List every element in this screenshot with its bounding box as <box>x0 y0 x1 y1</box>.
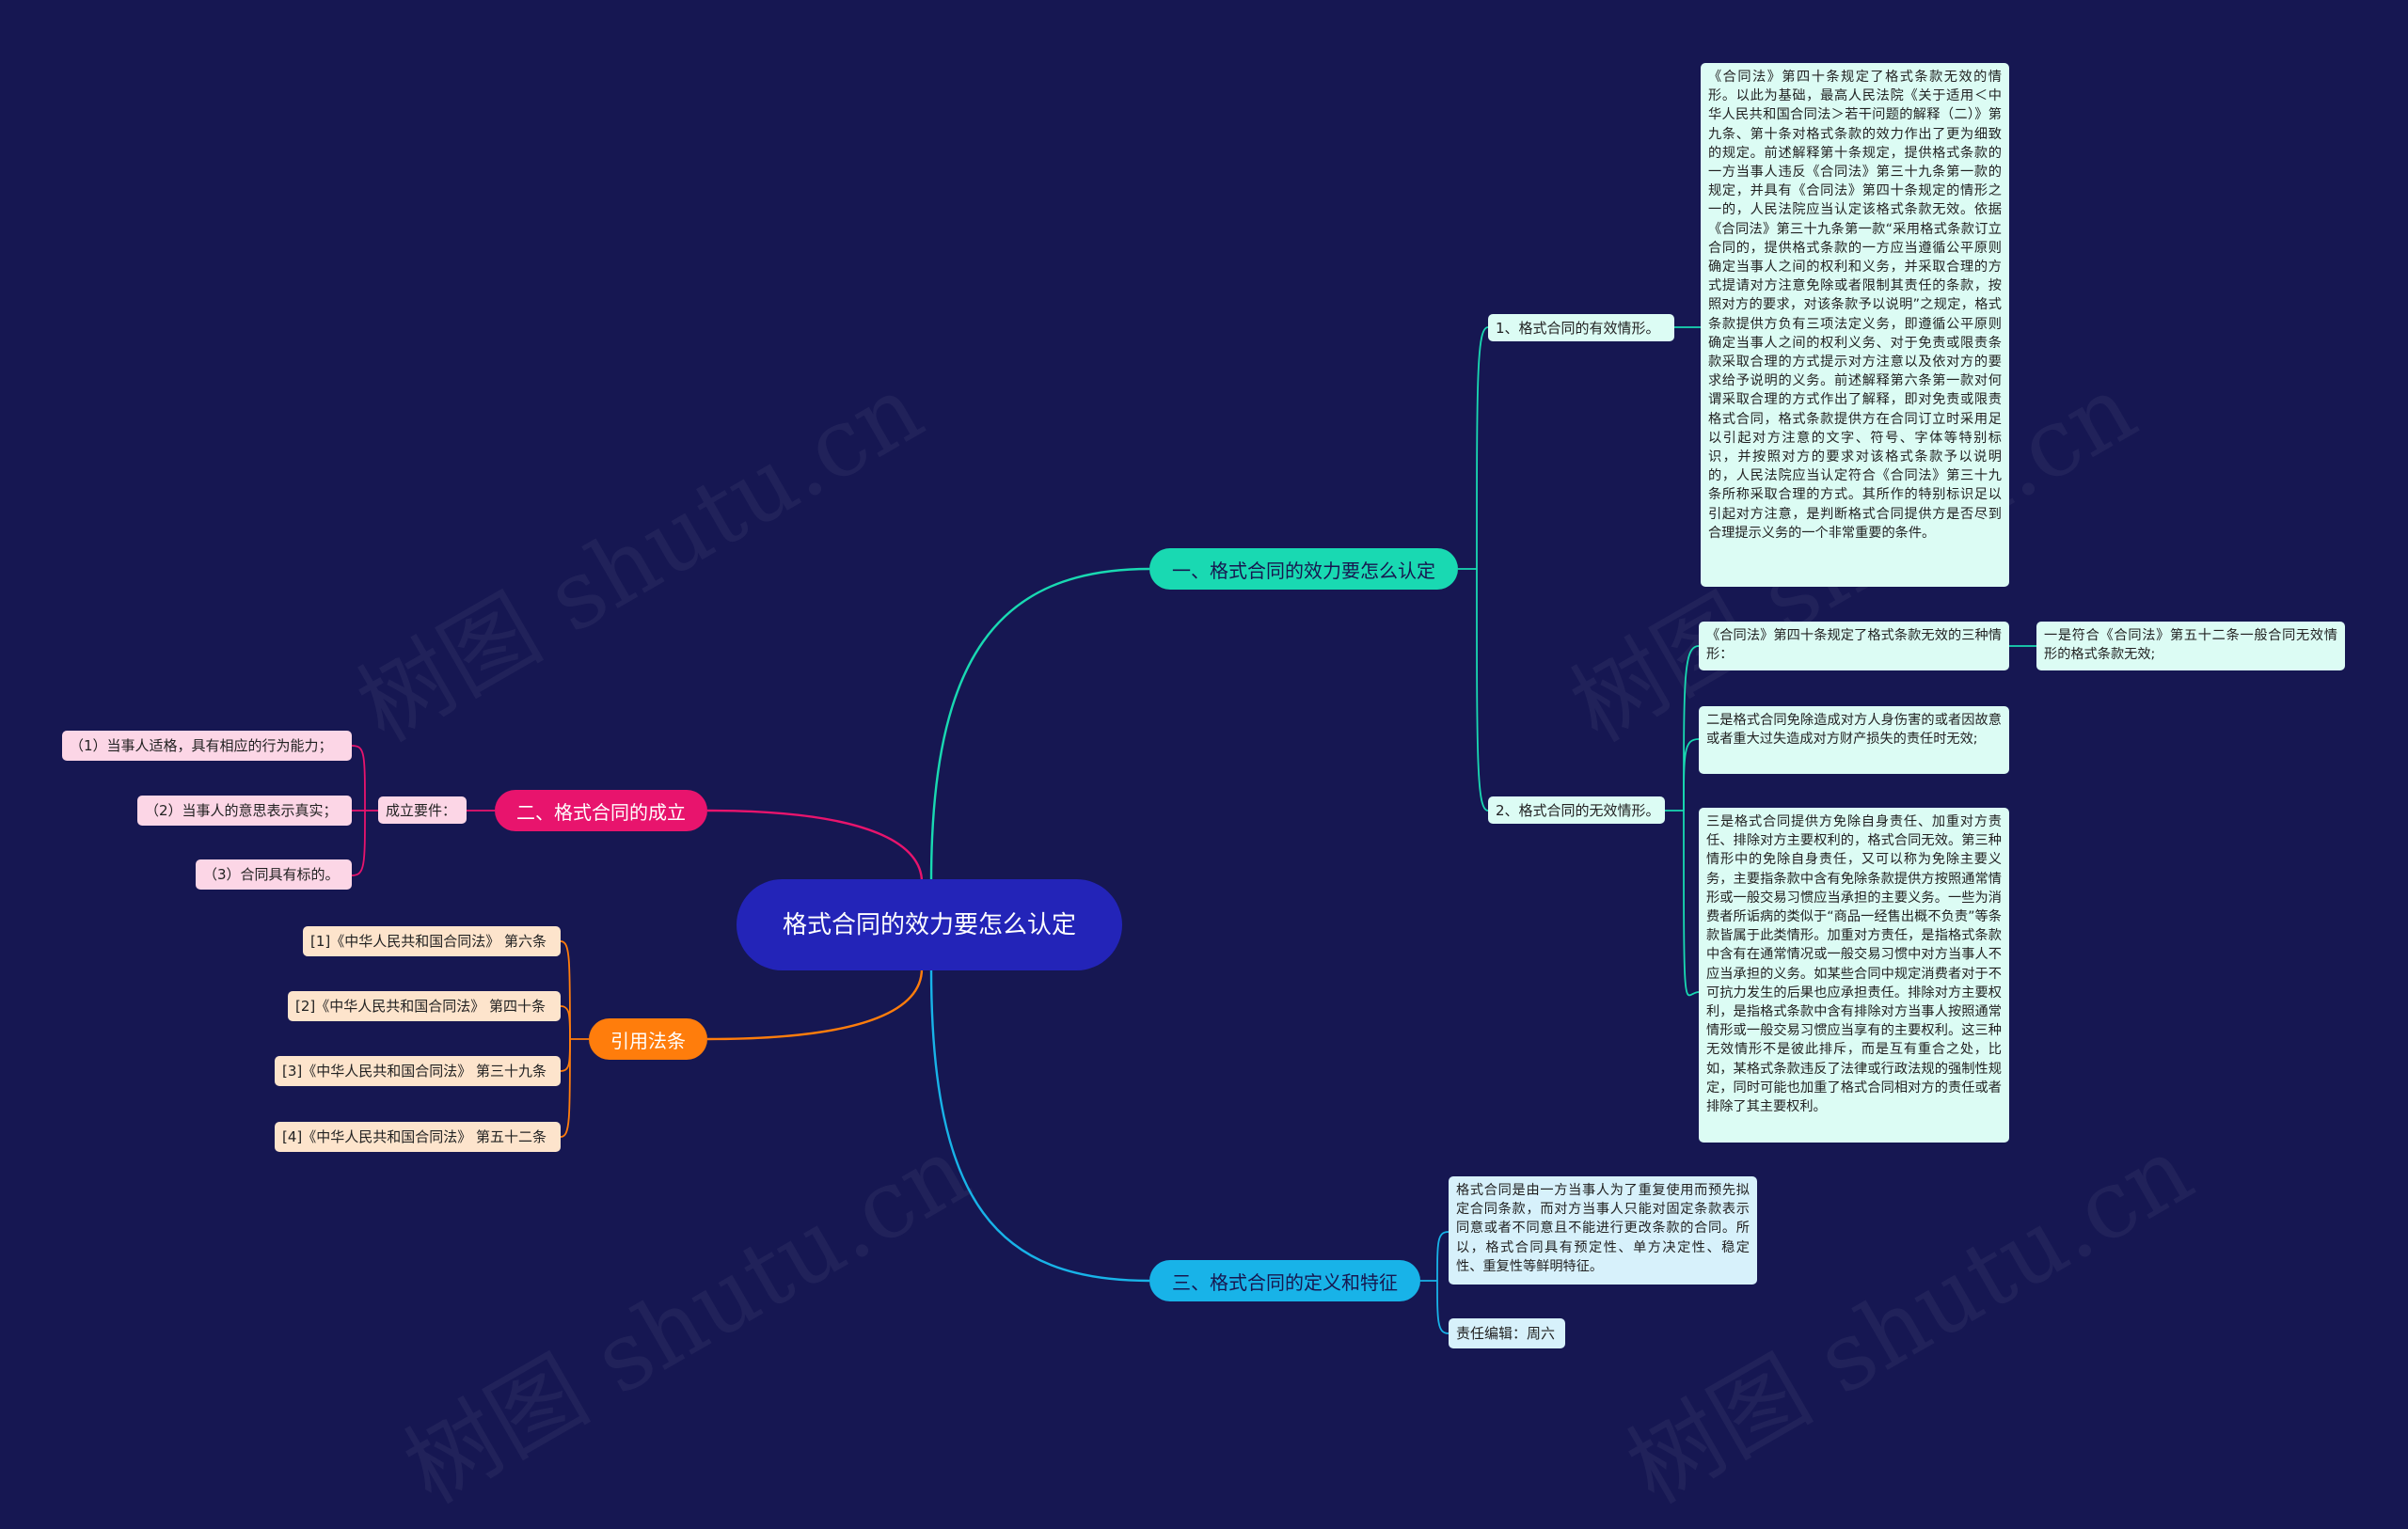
root-topic[interactable]: 格式合同的效力要怎么认定 <box>737 879 1122 970</box>
definition-text[interactable]: 格式合同是由一方当事人为了重复使用而预先拟定合同条款，而对方当事人只能对固定条款… <box>1449 1176 1757 1285</box>
link-b3-item4 <box>560 1038 571 1138</box>
cited-law-item[interactable]: [3]《中华人民共和国合同法》 第三十九条 <box>275 1056 561 1086</box>
link-b1-sub1 <box>1476 326 1489 570</box>
link-root-b1 <box>929 567 1150 883</box>
cited-law-item[interactable]: [2]《中华人民共和国合同法》 第四十条 <box>288 991 561 1021</box>
branch-validity[interactable]: 一、格式合同的效力要怎么认定 <box>1149 548 1458 590</box>
cited-law-item[interactable]: [1]《中华人民共和国合同法》 第六条 <box>303 926 561 956</box>
requirement-item[interactable]: （1）当事人适格，具有相应的行为能力； <box>62 731 352 761</box>
link-sub2-item3 <box>1683 810 1700 997</box>
valid-cases-text[interactable]: 《合同法》第四十条规定了格式条款无效的情形。以此为基础，最高人民法院《关于适用＜… <box>1701 63 2009 587</box>
invalid-case-item[interactable]: 《合同法》第四十条规定了格式条款无效的三种情形： <box>1699 622 2009 670</box>
link-group-item1 <box>351 745 366 812</box>
link-b3-item2 <box>560 1005 571 1040</box>
link-root-b4 <box>929 968 1150 1283</box>
branch-definition[interactable]: 三、格式合同的定义和特征 <box>1149 1260 1420 1301</box>
connector-lines <box>351 326 2036 1334</box>
formation-requirements[interactable]: 成立要件： <box>378 796 467 824</box>
editor-note[interactable]: 责任编辑：周六 <box>1449 1318 1565 1348</box>
invalid-case-item[interactable]: 三是格式合同提供方免除自身责任、加重对方责任、排除对方主要权利的，格式合同无效。… <box>1699 808 2009 1143</box>
cited-law-item[interactable]: [4]《中华人民共和国合同法》 第五十二条 <box>275 1122 561 1152</box>
link-b4-text <box>1436 1231 1450 1282</box>
subtopic-valid-cases[interactable]: 1、格式合同的有效情形。 <box>1488 314 1674 341</box>
invalid-case-extra[interactable]: 一是符合《合同法》第五十二条一般合同无效情形的格式条款无效; <box>2036 622 2345 670</box>
link-sub2-item2 <box>1683 738 1700 812</box>
link-group-item3 <box>351 810 366 876</box>
link-sub2-item1 <box>1683 645 1700 812</box>
subtopic-invalid-cases[interactable]: 2、格式合同的无效情形。 <box>1488 796 1665 824</box>
requirement-item[interactable]: （2）当事人的意思表示真实； <box>137 796 352 826</box>
link-root-b2 <box>706 809 924 883</box>
link-b1-sub2 <box>1476 568 1489 812</box>
link-b4-editor <box>1436 1280 1450 1334</box>
invalid-case-item[interactable]: 二是格式合同免除造成对方人身伤害的或者因故意或者重大过失造成对方财产损失的责任时… <box>1699 706 2009 774</box>
link-b3-item3 <box>560 1038 571 1072</box>
link-b3-item1 <box>560 940 571 1040</box>
link-root-b3 <box>706 968 924 1041</box>
branch-formation[interactable]: 二、格式合同的成立 <box>495 790 707 831</box>
branch-cited-laws[interactable]: 引用法条 <box>589 1018 707 1060</box>
requirement-item[interactable]: （3）合同具有标的。 <box>196 859 352 890</box>
